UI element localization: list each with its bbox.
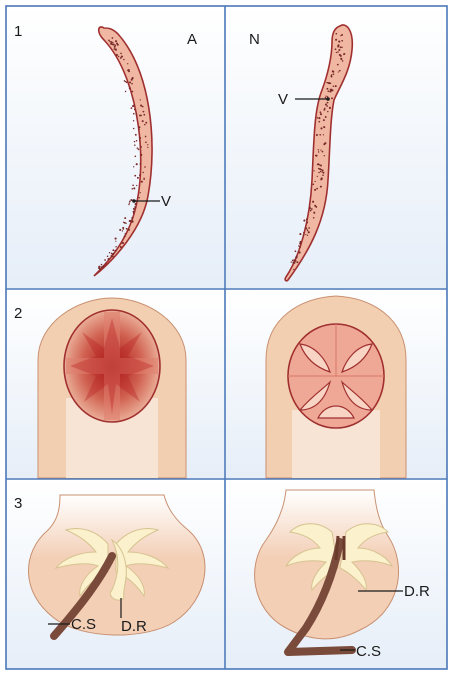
row-2-number: 2 [14, 305, 22, 322]
label-v-left: V [161, 193, 171, 210]
label-cs-left: C.S [71, 616, 96, 633]
label-cs-right: C.S [356, 643, 381, 660]
label-v-right: V [278, 91, 288, 108]
row-3-number: 3 [14, 495, 22, 512]
label-dr-left: D.R [121, 618, 147, 635]
row2-section-a [38, 298, 186, 478]
label-dr-right: D.R [404, 583, 430, 600]
row-1-number: 1 [14, 23, 22, 40]
column-a-header: A [187, 31, 197, 48]
column-n-header: N [249, 31, 260, 48]
row2-section-n [266, 296, 406, 478]
